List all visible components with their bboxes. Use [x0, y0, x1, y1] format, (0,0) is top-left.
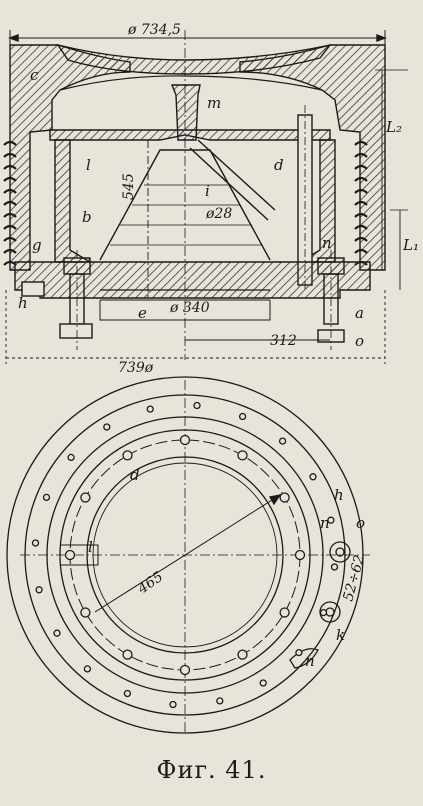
- bolt-hole: [179, 664, 191, 676]
- plan-dim-radius: 465: [134, 569, 166, 598]
- label-a: a: [355, 304, 364, 322]
- bolt-hole: [179, 434, 191, 446]
- bolt-hole: [103, 423, 111, 431]
- label-l: l: [86, 156, 91, 174]
- plan-label-k: k: [336, 626, 345, 644]
- bolt-hole: [80, 492, 91, 503]
- bolt-hole: [309, 473, 317, 481]
- bolt-hole: [319, 608, 328, 617]
- bolt-hole: [237, 450, 248, 461]
- bolt-hole: [169, 700, 177, 709]
- nozzle-m: [170, 84, 201, 141]
- plan-label-n2: n: [305, 652, 315, 670]
- bolt-hole: [216, 697, 224, 705]
- label-d: d: [274, 156, 284, 174]
- label-c: c: [30, 66, 39, 84]
- bolt-hole: [35, 586, 43, 594]
- plan-label-n: n: [320, 514, 330, 532]
- label-e: e: [138, 304, 147, 322]
- plan-radius-line: [94, 494, 281, 613]
- bolt-hole: [122, 450, 133, 461]
- inner-wall-left: [54, 139, 93, 263]
- label-g: g: [32, 236, 42, 254]
- bolt-hole: [279, 607, 290, 618]
- bolt-hole: [193, 401, 201, 410]
- label-h: h: [18, 294, 28, 312]
- bolt-left: [59, 250, 93, 350]
- plan-label-l: l: [88, 538, 93, 556]
- plan-label-o: o: [356, 514, 365, 532]
- bolt-hole: [279, 492, 290, 503]
- section-view: [3, 30, 408, 364]
- bolt-hole: [238, 412, 247, 421]
- bolt-hole: [123, 689, 132, 698]
- label-o: o: [355, 332, 364, 350]
- dim-bore: ø 340: [169, 300, 210, 316]
- label-m: m: [207, 94, 221, 112]
- bolt-hole: [64, 549, 76, 561]
- technical-drawing: ø 734,5 545 ø28 ø 340 312 739ø c m l d i…: [3, 22, 419, 735]
- plan-bolt-holes: [31, 401, 339, 709]
- head-dome: [56, 43, 332, 75]
- dim-height: 545: [121, 173, 137, 200]
- bolt-hole: [237, 649, 248, 660]
- bolt-right: [317, 250, 345, 350]
- plan-detail-circle-1: [329, 541, 351, 563]
- pipe-i: [189, 139, 276, 221]
- plan-view: [6, 376, 370, 735]
- plan-label-d: d: [130, 466, 140, 484]
- bolt-hole: [278, 437, 287, 445]
- label-n: n: [322, 234, 332, 252]
- label-i: i: [205, 182, 210, 200]
- dim-top-width: ø 734,5: [127, 22, 181, 38]
- dim-bottom-width: 739ø: [118, 360, 154, 376]
- dim-inner: 312: [270, 333, 297, 349]
- bolt-hole: [67, 453, 75, 462]
- bolt-hole: [146, 405, 154, 413]
- bolt-hole: [53, 629, 61, 637]
- bolt-hole: [327, 516, 335, 524]
- bolt-hole: [295, 648, 303, 657]
- bolt-hole: [259, 679, 267, 687]
- label-L2: L₂: [385, 118, 402, 136]
- plan-label-h: h: [334, 486, 344, 504]
- figure-caption: Фиг. 41.: [156, 756, 267, 784]
- dim-pipe: ø28: [205, 206, 232, 222]
- cooling-fins-left: [3, 140, 17, 266]
- bolt-hole: [83, 665, 92, 673]
- bolt-hole: [122, 649, 133, 660]
- bolt-hole: [80, 607, 91, 618]
- bolt-hole: [31, 539, 40, 547]
- bolt-hole: [42, 493, 51, 502]
- bolt-hole: [330, 563, 339, 571]
- label-b: b: [82, 208, 92, 226]
- bolt-hole: [294, 549, 306, 561]
- label-L1: L₁: [402, 236, 419, 254]
